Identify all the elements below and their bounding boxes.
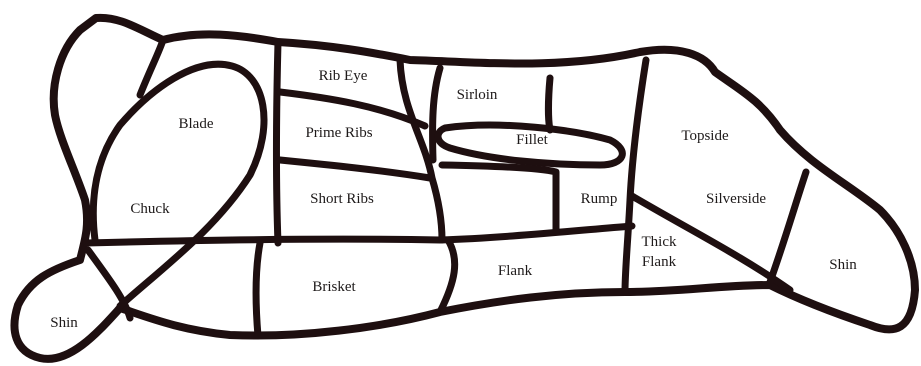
label-thick-flank-line2: Flank [642, 254, 677, 270]
label-blade: Blade [179, 116, 214, 132]
label-brisket: Brisket [312, 279, 356, 295]
cut-line-blade-divider [277, 42, 279, 243]
label-chuck: Chuck [130, 201, 170, 217]
label-flank: Flank [498, 263, 533, 279]
label-shin-fore: Shin [50, 315, 78, 331]
label-shin-hind: Shin [829, 257, 857, 273]
label-rib-eye: Rib Eye [319, 68, 368, 84]
cut-line-sirloin-right [549, 78, 551, 130]
label-topside: Topside [681, 128, 729, 144]
label-short-ribs: Short Ribs [310, 191, 374, 207]
cut-line-brisket-left [256, 243, 260, 336]
label-silverside: Silverside [706, 191, 766, 207]
label-rump: Rump [581, 191, 618, 207]
label-sirloin: Sirloin [457, 87, 498, 103]
label-thick-flank-line1: Thick [642, 234, 677, 250]
label-fillet: Fillet [516, 132, 549, 148]
label-prime-ribs: Prime Ribs [305, 125, 372, 141]
